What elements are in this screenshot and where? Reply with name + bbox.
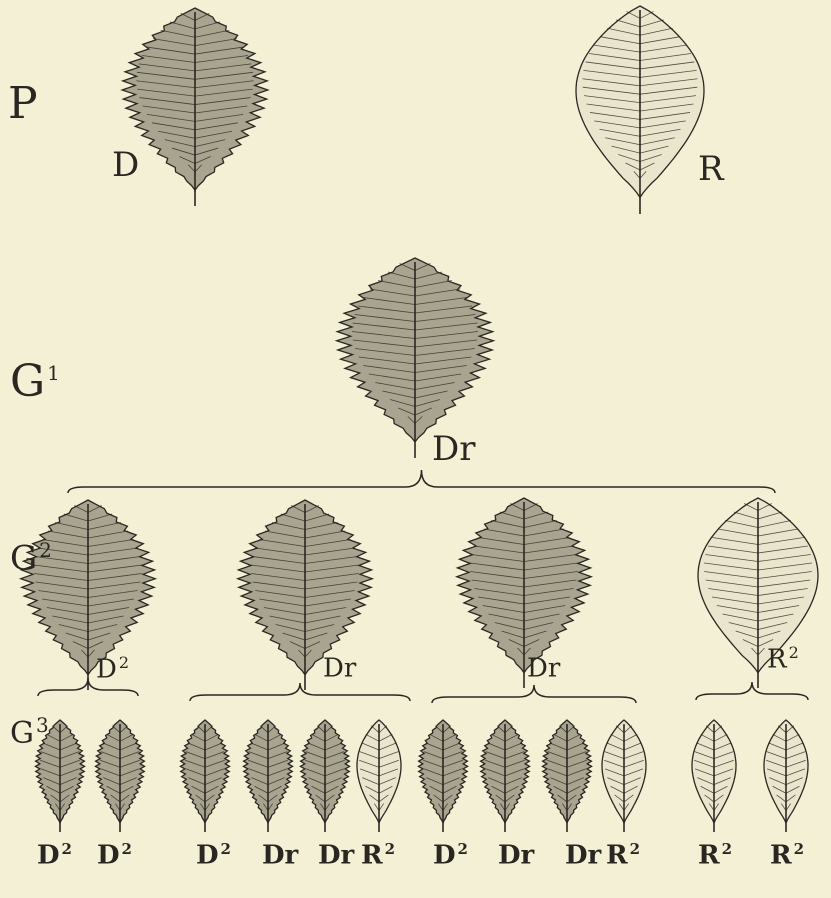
leaf-g2-recessive bbox=[698, 498, 818, 688]
leaf-g3-recessive bbox=[602, 720, 646, 832]
brace-g2-to-g3 bbox=[696, 682, 808, 700]
leaf-parent-dominant bbox=[122, 8, 268, 206]
leaf-g3-dominant bbox=[95, 720, 144, 832]
leaf-g3-hybrid bbox=[542, 720, 591, 832]
brace-g2-to-g3 bbox=[190, 683, 410, 701]
brace-g1-to-g2 bbox=[68, 470, 775, 493]
leaf-g3-hybrid bbox=[243, 720, 292, 832]
leaf-g1-hybrid bbox=[337, 258, 494, 458]
parent-label-dominant: D bbox=[112, 148, 139, 182]
g3-leaf-label: Dr bbox=[565, 842, 603, 869]
leaf-g3-dominant bbox=[180, 720, 229, 832]
leaf-g3-dominant bbox=[418, 720, 467, 832]
leaf-g3-hybrid bbox=[480, 720, 529, 832]
leaf-g2-hybrid bbox=[457, 498, 591, 688]
leaf-g3-recessive bbox=[692, 720, 736, 832]
parent-label-recessive: R bbox=[698, 152, 724, 186]
g2-leaf-label: Dr bbox=[527, 654, 562, 682]
leaf-parent-recessive bbox=[576, 6, 704, 214]
leaf-g3-recessive bbox=[357, 720, 401, 832]
g1-leaf-label: Dr bbox=[432, 432, 476, 466]
leaf-g3-hybrid bbox=[300, 720, 349, 832]
generation-label-p: P bbox=[8, 82, 38, 126]
g3-leaf-label: Dr bbox=[318, 842, 356, 869]
g3-leaf-label: Dr bbox=[262, 842, 300, 869]
g3-leaf-label: Dr bbox=[498, 842, 536, 869]
leaf-g2-dominant bbox=[21, 500, 155, 690]
g2-leaf-label: Dr bbox=[323, 654, 358, 682]
leaf-g3-recessive bbox=[764, 720, 808, 832]
brace-g2-to-g3 bbox=[432, 685, 636, 703]
